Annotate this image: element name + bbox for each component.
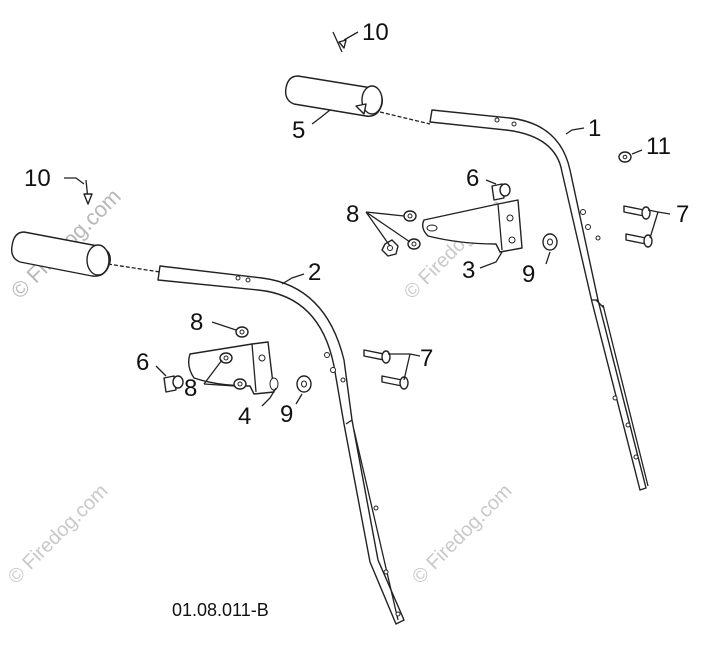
callout-6-left: 6 bbox=[136, 349, 149, 376]
part-9-washer-right bbox=[542, 233, 558, 251]
callout-11: 11 bbox=[646, 133, 671, 160]
part-2-left-handle bbox=[157, 265, 405, 625]
callout-8-right: 8 bbox=[346, 201, 359, 228]
callout-6-right: 6 bbox=[466, 165, 479, 192]
leader-8-right bbox=[365, 211, 411, 247]
leader-10-left bbox=[64, 177, 85, 185]
part-6-bolt-right bbox=[491, 183, 511, 201]
callout-8b-left: 8 bbox=[184, 375, 197, 402]
callout-2: 2 bbox=[308, 259, 321, 286]
callout-8a-left: 8 bbox=[190, 309, 203, 336]
leader-3 bbox=[479, 251, 503, 269]
part-3-bracket bbox=[421, 199, 523, 253]
part-11-washer bbox=[618, 151, 632, 163]
callout-9-right: 9 bbox=[522, 261, 535, 288]
leader-11 bbox=[631, 149, 643, 155]
part-9-washer-left bbox=[296, 375, 312, 393]
leader-4 bbox=[261, 387, 277, 407]
callout-4: 4 bbox=[238, 403, 251, 430]
leader-7-right bbox=[647, 209, 671, 239]
leader-6-left bbox=[155, 365, 167, 377]
part-1-right-handle bbox=[429, 109, 649, 491]
leader-8a-left bbox=[211, 321, 237, 331]
leader-5 bbox=[311, 109, 331, 125]
leader-6-right bbox=[485, 179, 497, 185]
callout-3: 3 bbox=[462, 257, 475, 284]
callout-5: 5 bbox=[292, 117, 305, 144]
leader-9-right bbox=[545, 251, 551, 265]
part-8-nuts-left bbox=[219, 326, 249, 390]
callout-7-left: 7 bbox=[420, 345, 433, 372]
leader-7-left bbox=[388, 353, 421, 381]
leader-1 bbox=[565, 127, 585, 135]
leader-lines bbox=[64, 31, 671, 407]
drawing-code: 01.08.011-B bbox=[172, 600, 269, 620]
leader-9-left bbox=[295, 393, 303, 405]
watermark-bottom-left: © Firedog.com bbox=[4, 480, 113, 589]
part-7-bolts-left bbox=[363, 349, 409, 390]
leader-2 bbox=[281, 273, 305, 285]
callout-7-right: 7 bbox=[676, 201, 689, 228]
part-5-right-grip bbox=[284, 75, 431, 125]
part-10-pin-right bbox=[332, 31, 347, 53]
leader-8b-left bbox=[203, 359, 235, 387]
leader-10-right bbox=[343, 31, 359, 41]
callout-labels: 1 2 3 4 5 6 6 7 7 8 8 8 9 9 10 10 11 bbox=[24, 19, 689, 430]
callout-1: 1 bbox=[588, 115, 601, 142]
callout-10-right: 10 bbox=[362, 19, 389, 46]
part-4-bracket bbox=[187, 341, 279, 395]
part-10-pin-left bbox=[83, 179, 93, 205]
watermark-bottom-right: © Firedog.com bbox=[408, 480, 517, 589]
part-7-bolts-right bbox=[623, 205, 653, 248]
callout-10-left: 10 bbox=[24, 165, 51, 192]
callout-9-left: 9 bbox=[280, 401, 293, 428]
part-6-bolt-left bbox=[163, 375, 184, 393]
part-8-nuts-right bbox=[381, 210, 421, 257]
part-5-left-grip bbox=[10, 231, 161, 277]
